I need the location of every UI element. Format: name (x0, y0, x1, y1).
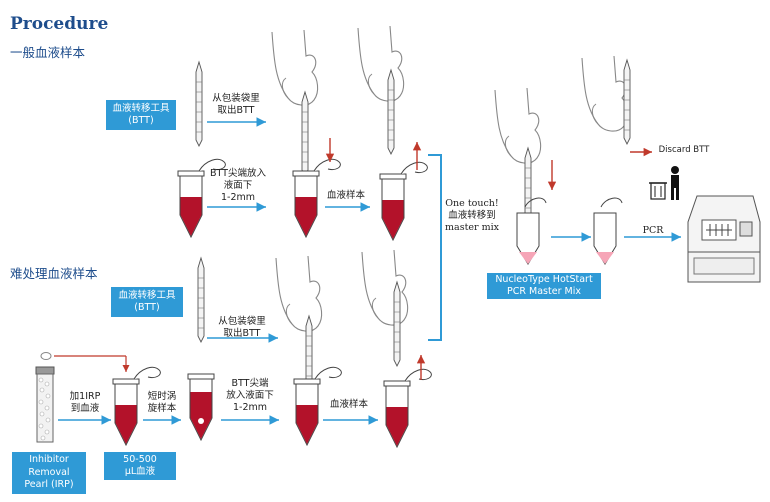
irp-box: Inhibitor Removal Pearl (IRP) (12, 452, 86, 494)
merge-bracket (428, 154, 442, 341)
label-insert-bottom: BTT尖端 放入液面下 1-2mm (226, 378, 274, 413)
label-blood-sample-top: 血液样本 (326, 190, 365, 201)
tube-icon (383, 368, 432, 448)
hand-icon (361, 249, 409, 326)
bead-icon (40, 352, 52, 360)
hand-icon (271, 29, 319, 106)
volume-box: 50-500 μL血液 (104, 452, 176, 480)
btt-box-top: 血液转移工具 (BTT) (106, 100, 176, 130)
master-mix-box: NucleoType HotStart PCR Master Mix (487, 273, 601, 299)
label-take-btt-bottom: 从包装袋里 取出BTT (218, 316, 266, 339)
label-insert-top: BTT尖端放入 液面下 1-2mm (210, 168, 266, 203)
section-difficult-label: 难处理血液样本 (10, 266, 98, 281)
irp-vial-icon (35, 366, 55, 443)
label-take-btt-top: 从包装袋里 取出BTT (212, 93, 260, 116)
hand-icon (275, 255, 323, 332)
tube-icon (516, 197, 547, 265)
page-title: Procedure (10, 14, 109, 34)
tube-icon (379, 161, 428, 241)
pipette-icon (623, 59, 631, 145)
hand-icon (357, 25, 405, 102)
hand-icon (494, 87, 542, 164)
pcr-machine-icon (687, 195, 761, 283)
pipette-icon (393, 281, 401, 367)
section-normal-label: 一般血液样本 (10, 45, 86, 60)
label-add-irp: 加1IRP 到血液 (69, 391, 101, 414)
hand-icon (581, 55, 629, 132)
btt-box-bottom: 血液转移工具 (BTT) (111, 287, 183, 317)
pipette-icon (301, 91, 309, 177)
trash-icon (649, 182, 667, 200)
label-one-touch: One touch! 血液转移到 master mix (445, 198, 499, 233)
pipette-icon (387, 69, 395, 155)
tube-icon (187, 373, 215, 442)
pipette-icon (195, 61, 203, 147)
person-icon (671, 166, 679, 200)
label-discard: Discard BTT (658, 145, 710, 155)
label-vortex: 短时涡 旋样本 (147, 391, 177, 414)
tube-icon (593, 197, 623, 265)
label-pcr: PCR (642, 225, 664, 236)
pipette-icon (197, 257, 205, 343)
label-blood-sample-bottom: 血液样本 (329, 399, 368, 410)
